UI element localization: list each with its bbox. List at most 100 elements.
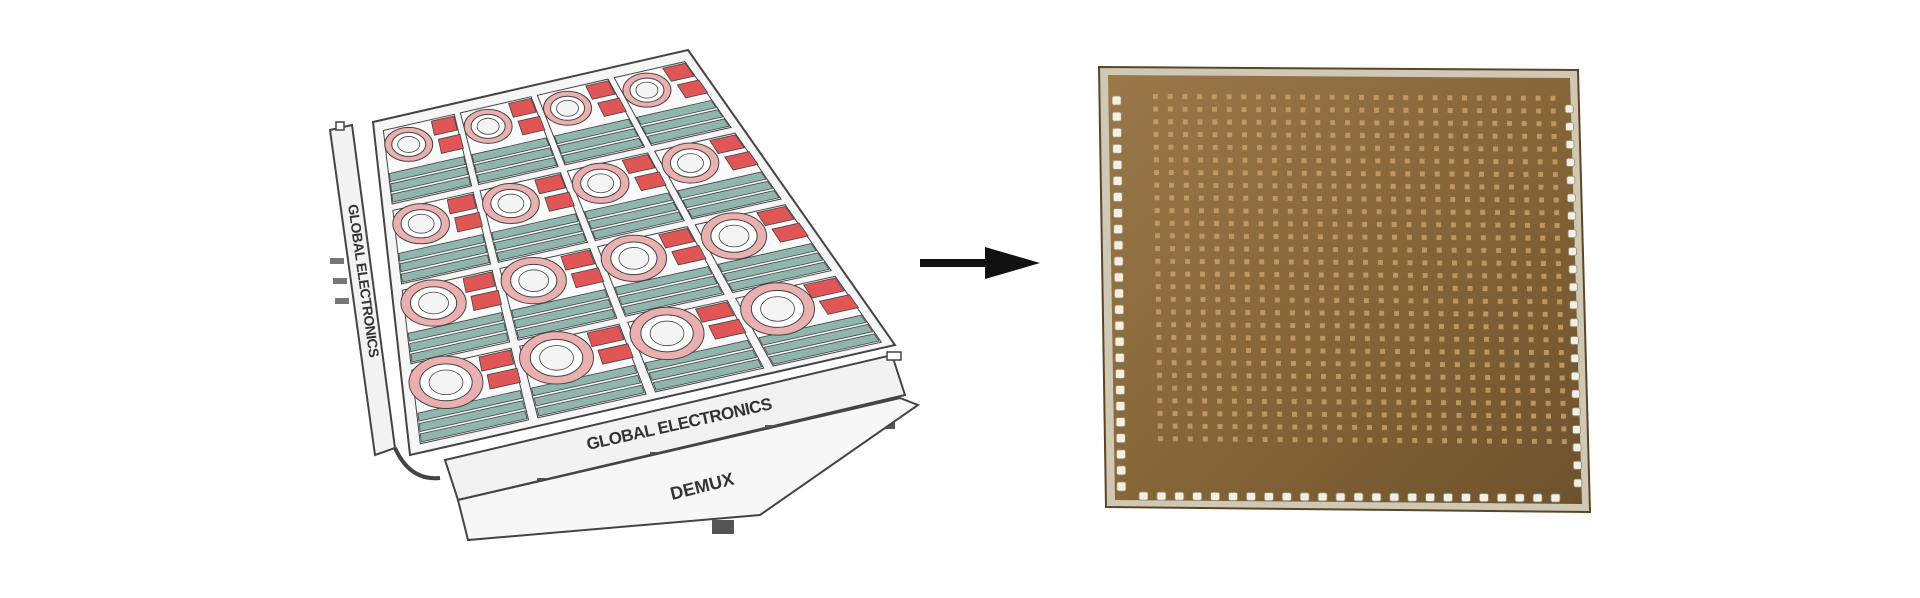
chip-pixel bbox=[1541, 273, 1547, 279]
chip-pixel bbox=[1557, 299, 1563, 305]
chip-pixel bbox=[1395, 361, 1401, 367]
chip-pixel bbox=[1449, 184, 1455, 190]
chip-pixel bbox=[1304, 285, 1310, 290]
chip-pixel bbox=[1185, 284, 1191, 290]
chip-pixel bbox=[1345, 145, 1351, 151]
chip-pixel bbox=[1514, 375, 1520, 381]
chip-pixel bbox=[1447, 108, 1453, 113]
readout-strip bbox=[644, 339, 752, 371]
chip-pixel bbox=[1212, 132, 1218, 138]
chip-pixel bbox=[1545, 400, 1551, 406]
chip-pixel bbox=[1377, 234, 1383, 240]
chip-pixel bbox=[1448, 120, 1453, 126]
chip-pixel bbox=[1397, 437, 1403, 443]
chip-pixel bbox=[1465, 197, 1470, 202]
electrode-pad bbox=[621, 154, 656, 175]
chip-pixel bbox=[1423, 285, 1428, 291]
readout-strip bbox=[391, 176, 471, 203]
chip-pixel bbox=[1478, 159, 1484, 164]
electrode-pad bbox=[560, 249, 596, 271]
chip-pixel bbox=[1348, 272, 1354, 278]
chip-pixel bbox=[1453, 324, 1459, 329]
chip-pixel bbox=[1390, 158, 1396, 164]
bond-pad bbox=[1573, 460, 1582, 470]
chip-pixel bbox=[1344, 107, 1350, 113]
chip-pixel bbox=[1331, 183, 1337, 189]
chip-pixel bbox=[1451, 235, 1457, 241]
chip-pixel bbox=[1529, 349, 1534, 355]
chip-pixel bbox=[1156, 334, 1162, 340]
chip-pixel bbox=[1304, 297, 1310, 303]
chip-pixel bbox=[1451, 247, 1457, 253]
chip-pixel bbox=[1170, 246, 1175, 252]
readout-strip bbox=[553, 118, 634, 145]
chip-pixel bbox=[1405, 184, 1411, 189]
chip-pixel bbox=[1213, 170, 1219, 176]
chip-pixel bbox=[1155, 271, 1161, 277]
chip-pixel bbox=[1362, 247, 1368, 253]
chip-pixel bbox=[1318, 259, 1324, 265]
chip-pixel bbox=[1318, 272, 1324, 278]
chip-pixel bbox=[1522, 133, 1528, 139]
ring-sensor-core bbox=[635, 81, 659, 99]
bond-pad bbox=[1371, 492, 1382, 502]
bond-pad bbox=[1246, 492, 1256, 501]
chip-pixel bbox=[1155, 258, 1161, 264]
chip-pixel bbox=[1536, 108, 1542, 114]
chip-pixel bbox=[1404, 158, 1410, 164]
electrode-pad bbox=[771, 222, 809, 243]
readout-strip bbox=[591, 211, 684, 240]
chip-pixel bbox=[1350, 361, 1356, 367]
chip-pixel bbox=[1513, 337, 1519, 343]
chip-pixel bbox=[1215, 322, 1221, 328]
chip-pixel bbox=[1243, 233, 1249, 239]
chip-pixel bbox=[1493, 146, 1498, 152]
bond-pad bbox=[1389, 492, 1400, 502]
chip-pixel bbox=[1351, 412, 1357, 418]
chip-pixel bbox=[1197, 144, 1203, 150]
chip-pixel bbox=[1525, 248, 1531, 254]
chip-pixel bbox=[1377, 260, 1383, 265]
bond-pad bbox=[1566, 193, 1576, 203]
chip-pixel bbox=[1425, 374, 1431, 380]
chip-pixel bbox=[1288, 259, 1294, 265]
chip-pixel bbox=[1183, 182, 1189, 188]
chip-pixel bbox=[1361, 183, 1367, 189]
chip-pixel bbox=[1380, 374, 1386, 380]
chip-pixel bbox=[1228, 195, 1234, 201]
chip-pixel bbox=[1404, 145, 1410, 151]
chip-pixel bbox=[1232, 411, 1238, 417]
chip-pixel bbox=[1471, 413, 1477, 418]
chip-pixel bbox=[1214, 221, 1219, 226]
chip-pixel bbox=[1463, 133, 1469, 139]
chip-pixel bbox=[1381, 399, 1387, 405]
chip-pixel bbox=[1377, 247, 1383, 253]
chip-pixel bbox=[1551, 121, 1557, 127]
chip-pixel bbox=[1422, 273, 1428, 278]
chip-pixel bbox=[1350, 336, 1355, 341]
chip-pixel bbox=[1529, 362, 1535, 368]
chip-pixel bbox=[1288, 234, 1294, 240]
chip-pixel bbox=[1462, 95, 1467, 101]
chip-pixel bbox=[1344, 120, 1350, 126]
chip-pixel bbox=[1200, 284, 1206, 290]
chip-pixel bbox=[1363, 272, 1369, 278]
chip-pixel bbox=[1331, 196, 1337, 202]
chip-pixel bbox=[1272, 170, 1278, 176]
chip-pixel bbox=[1525, 235, 1531, 241]
bond-pad bbox=[1112, 192, 1123, 202]
ring-sensor-core bbox=[418, 291, 449, 315]
chip-pixel bbox=[1291, 386, 1297, 392]
chip-pixel bbox=[1197, 94, 1203, 100]
chip-pixel bbox=[1321, 399, 1327, 405]
chip-pixel bbox=[1214, 233, 1220, 239]
bond-pad bbox=[1192, 491, 1203, 501]
electrode-pad bbox=[694, 301, 735, 323]
chip-pixel bbox=[1319, 285, 1325, 291]
electrode-pad bbox=[570, 267, 605, 289]
chip-pixel bbox=[1440, 387, 1446, 393]
chip-pixel bbox=[1258, 221, 1264, 227]
chip-pixel bbox=[1286, 145, 1292, 151]
chip-pixel bbox=[1362, 234, 1368, 240]
chip-pixel bbox=[1154, 220, 1160, 226]
